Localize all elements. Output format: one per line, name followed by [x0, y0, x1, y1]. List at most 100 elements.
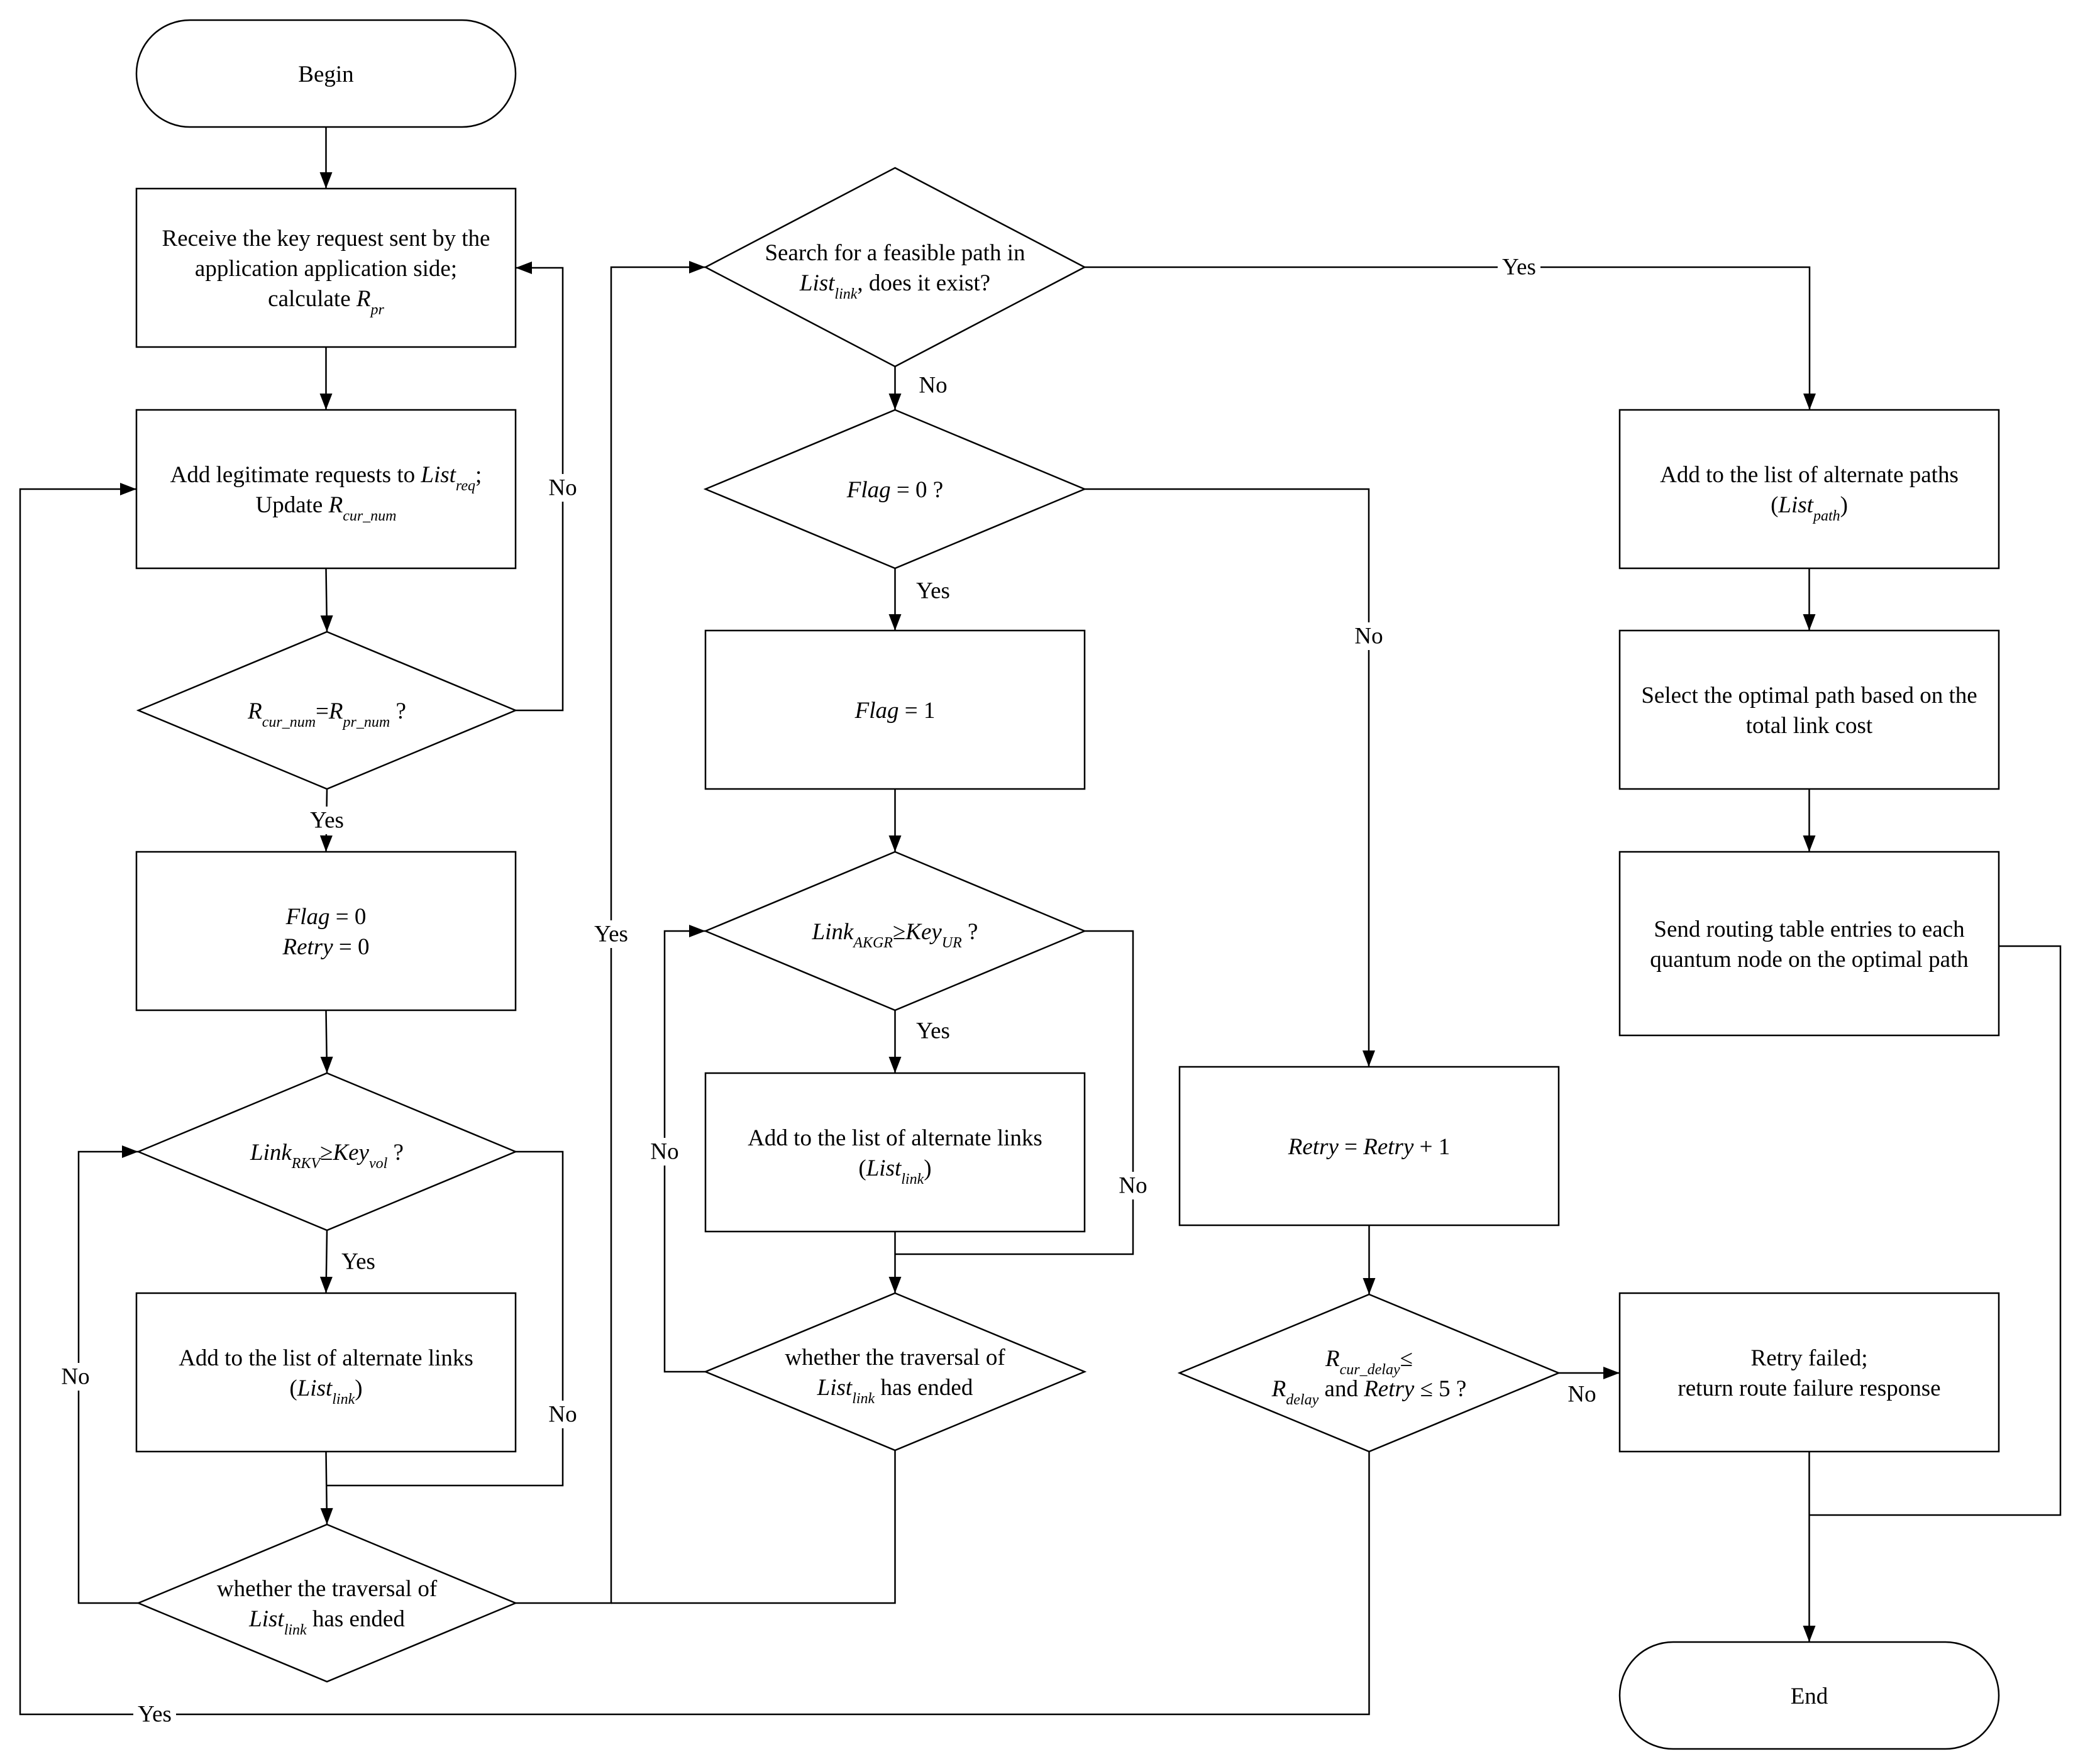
label-segment: Link	[812, 919, 854, 945]
terminal-shape	[1618, 1641, 2000, 1750]
edge-flag1-akgr	[888, 789, 902, 852]
process-box	[135, 187, 517, 348]
edge-label-text: No	[1567, 1382, 1596, 1408]
label-segment: Retry	[1363, 1134, 1414, 1160]
edge-trav2-search	[611, 1450, 896, 1604]
label-segment: (	[858, 1155, 866, 1181]
edge-delay-fail-no	[1559, 1367, 1620, 1379]
label-segment: = 0	[330, 904, 367, 930]
arrowhead-icon	[319, 1276, 333, 1293]
label-segment: End	[1791, 1684, 1828, 1709]
edge-label-text: Yes	[310, 808, 344, 834]
label-segment: =	[1339, 1134, 1363, 1160]
node-label: Add to the list of alternate links(Listl…	[748, 1125, 1042, 1188]
node-add-link1: Add to the list of alternate links(Listl…	[135, 1292, 517, 1453]
node-retry-fail: Retry failed;return route failure respon…	[1618, 1292, 2000, 1453]
edge-label-text: Yes	[1502, 255, 1536, 280]
arrowhead-icon	[319, 394, 333, 410]
edge-label-text: No	[1119, 1173, 1147, 1199]
label-segment: path	[1812, 508, 1840, 524]
label-segment: ≤ 5 ?	[1414, 1376, 1466, 1402]
edge-select-send	[1803, 789, 1816, 852]
label-segment: List	[866, 1155, 902, 1181]
edge-rkv-trav-no	[327, 1150, 564, 1487]
label-segment: ≥	[893, 919, 905, 945]
process-box	[1618, 409, 2000, 570]
arrowhead-icon	[319, 172, 333, 189]
edge-label-background	[306, 807, 348, 834]
label-segment: , does it exist?	[857, 270, 990, 296]
label-segment: R	[1325, 1346, 1340, 1372]
label-segment: Retry failed;	[1751, 1345, 1868, 1371]
edge-label-text: No	[548, 475, 577, 501]
arrowhead-icon	[1363, 1050, 1375, 1067]
edge-label-background	[643, 1138, 686, 1166]
label-segment: Begin	[298, 62, 353, 87]
label-segment: = 1	[899, 698, 936, 724]
label-segment: Add to the list of alternate paths	[1660, 462, 1959, 488]
node-add-path: Add to the list of alternate paths(Listp…	[1618, 409, 2000, 570]
label-segment: ≤	[1400, 1346, 1413, 1372]
node-begin: Begin	[135, 19, 517, 128]
label-segment: has ended	[307, 1606, 406, 1632]
label-segment: whether the traversal of	[217, 1576, 438, 1602]
label-segment: cur_num	[343, 508, 396, 524]
edge-flag0-retry-no	[1085, 488, 1375, 1067]
edge-label-background	[337, 1248, 380, 1276]
label-segment: List	[420, 462, 456, 488]
node-label: Add legitimate requests to Listreq;Updat…	[170, 462, 482, 524]
edge-begin-receive	[319, 127, 333, 189]
process-box	[1618, 629, 2000, 790]
edge-label-background	[54, 1363, 97, 1391]
edge-label-yes: Yes	[912, 577, 954, 605]
label-segment: Send routing table entries to each	[1654, 917, 1965, 942]
decision-diamond	[1177, 1293, 1561, 1453]
edge-search-path-yes	[1085, 266, 1816, 410]
label-segment: )	[1840, 492, 1848, 518]
label-segment: whether the traversal of	[785, 1345, 1005, 1370]
edge-label-no: No	[1347, 622, 1390, 650]
label-segment: Add to the list of alternate links	[179, 1345, 473, 1371]
connector-line	[327, 1150, 564, 1487]
arrowhead-icon	[320, 1508, 333, 1524]
label-segment: List	[799, 270, 836, 296]
process-box	[704, 629, 1086, 790]
edge-label-yes: Yes	[133, 1701, 176, 1728]
decision-diamond	[704, 167, 1086, 368]
edge-label-background	[1498, 253, 1540, 281]
edge-label-text: Yes	[138, 1702, 172, 1728]
process-box	[1618, 851, 2000, 1037]
label-segment: link	[332, 1391, 355, 1408]
label-segment: Retry	[1363, 1376, 1415, 1402]
node-label: Retry failed;return route failure respon…	[1678, 1345, 1940, 1401]
edge-label-background	[1112, 1172, 1154, 1199]
label-segment: (	[1771, 492, 1778, 518]
edge-delay-addreq-yes	[19, 483, 1370, 1716]
arrowhead-icon	[888, 835, 902, 852]
label-segment: and	[1318, 1376, 1364, 1402]
label-segment: link	[284, 1622, 307, 1638]
node-delay-check: Rcur_delay≤Rdelay and Retry ≤ 5 ?	[1177, 1293, 1561, 1453]
arrowhead-icon	[1803, 394, 1816, 410]
label-segment: ?	[962, 919, 978, 945]
label-segment: Key	[332, 1140, 369, 1166]
edge-path-select	[1803, 568, 1816, 631]
label-segment: R	[247, 698, 262, 724]
edge-label-text: No	[1354, 624, 1383, 649]
label-segment: )	[355, 1375, 362, 1401]
label-segment: R	[1271, 1376, 1286, 1402]
label-segment: List	[248, 1606, 285, 1632]
label-segment: Flag	[854, 698, 899, 724]
label-segment: Update	[255, 492, 328, 518]
label-segment: Add legitimate requests to	[170, 462, 421, 488]
arrowhead-icon	[888, 394, 902, 410]
label-segment: pr_num	[342, 714, 390, 730]
label-segment: vol	[369, 1155, 388, 1172]
connector-line	[1085, 266, 1811, 410]
arrowhead-icon	[122, 1145, 138, 1158]
label-segment: Flag	[285, 904, 330, 930]
node-label: LinkAKGR≥KeyUR ?	[812, 919, 978, 951]
